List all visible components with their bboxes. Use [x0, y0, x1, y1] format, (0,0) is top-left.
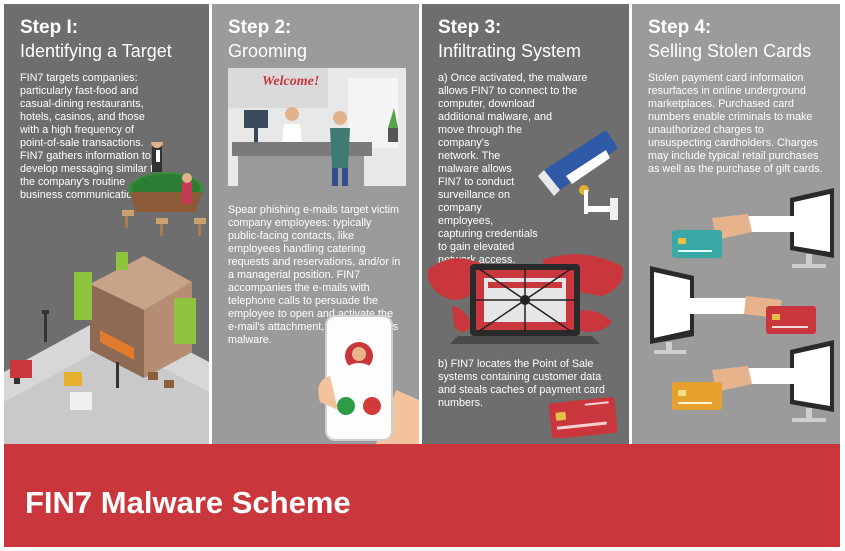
hotel-reception-icon [228, 68, 406, 186]
welcome-sign: Welcome! [262, 74, 320, 89]
step-3-text-a-content: a) Once activated, the malware allows FI… [438, 72, 588, 266]
step-4-number: Step 4: [648, 17, 712, 38]
step-3-panel: Step 3: Infiltrating System a) Once acti… [422, 4, 629, 444]
phone-call-icon [318, 315, 419, 444]
casino-table-icon [122, 142, 206, 236]
step-3-title: Infiltrating System [438, 41, 582, 61]
step-3-text-b: b) FIN7 locates the Point of Sale system… [438, 358, 605, 409]
step-2-title: Grooming [228, 41, 308, 61]
monitor-hand-card-icon [650, 266, 816, 354]
step-4-title: Selling Stolen Cards [648, 41, 812, 61]
step-3-text-a: a) Once activated, the malware allows FI… [438, 72, 618, 266]
credit-card-icon [548, 396, 618, 438]
monitor-hand-card-icon [672, 340, 834, 422]
step-1-text: FIN7 targets companies: particularly fas… [20, 72, 160, 201]
step-4-text: Stolen payment card information resurfac… [648, 72, 823, 175]
step-1-number: Step I: [20, 17, 79, 38]
step-2-number: Step 2: [228, 17, 292, 38]
security-camera-icon [538, 130, 618, 220]
step-4-panel: Step 4: Selling Stolen Cards Stolen paym… [632, 4, 840, 444]
hacked-laptop-icon [427, 254, 624, 344]
step-1-title: Identifying a Target [20, 41, 172, 61]
step-2-panel: Step 2: Grooming Welcome! Spear phishing… [212, 4, 419, 444]
banner-title: FIN7 Malware Scheme [25, 485, 351, 520]
step-3-number: Step 3: [438, 17, 502, 38]
restaurant-building-icon [4, 252, 209, 444]
step-1-panel: Step I: Identifying a Target FIN7 target… [4, 4, 209, 444]
banner [4, 444, 840, 547]
monitor-hand-card-icon [672, 188, 834, 268]
